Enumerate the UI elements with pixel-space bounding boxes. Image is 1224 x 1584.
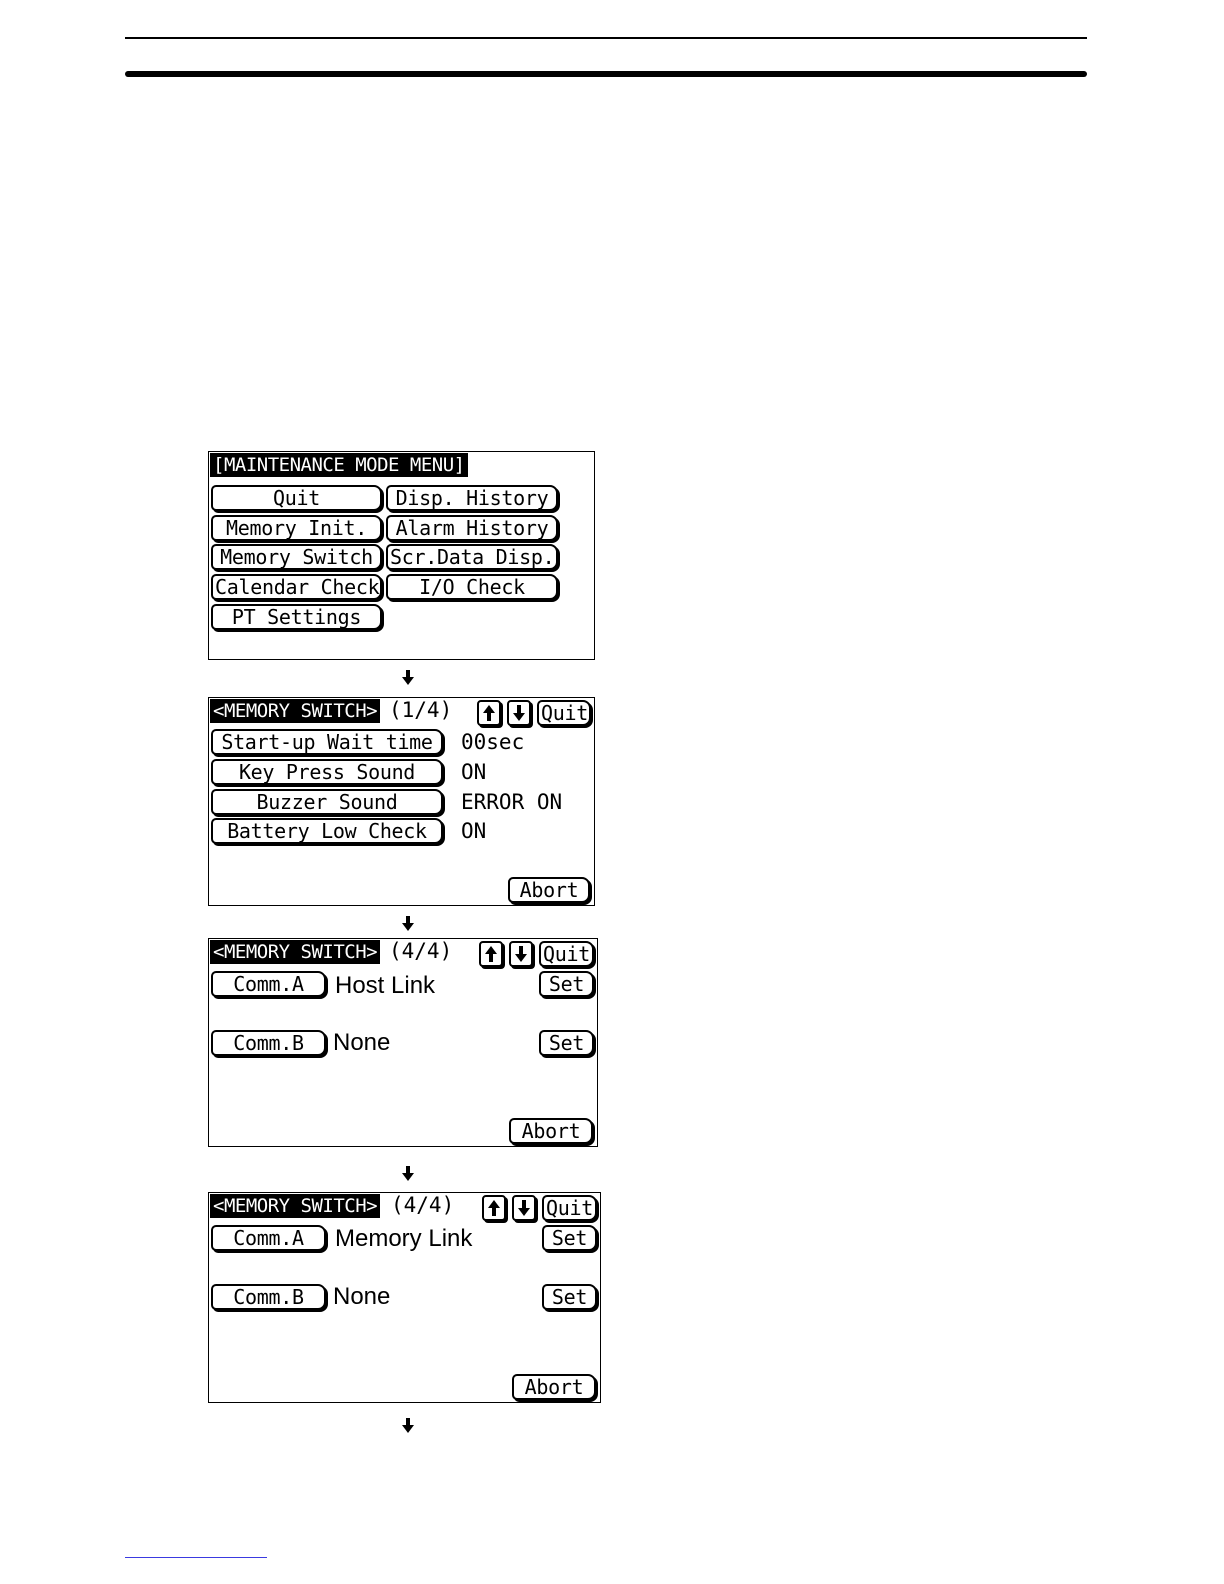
comm-b-set-button[interactable]: Set xyxy=(539,1030,594,1056)
buzzer-sound-value: ERROR ON xyxy=(461,790,563,814)
comm-b-value: None xyxy=(333,1029,391,1056)
down-arrow-icon xyxy=(402,1418,414,1433)
scr-data-disp-button[interactable]: Scr.Data Disp. xyxy=(386,544,558,570)
startup-wait-time-button[interactable]: Start-up Wait time xyxy=(211,729,443,755)
comm-a-value: Host Link xyxy=(335,972,436,999)
screen-title: <MEMORY SWITCH> xyxy=(210,940,381,964)
down-arrow-icon xyxy=(402,670,414,685)
key-press-sound-value: ON xyxy=(461,760,487,784)
quit-button[interactable]: Quit xyxy=(542,1195,597,1221)
battery-low-check-button[interactable]: Battery Low Check xyxy=(211,818,443,844)
comm-b-value: None xyxy=(333,1283,391,1310)
battery-low-check-value: ON xyxy=(461,819,487,843)
screen-title: <MEMORY SWITCH> xyxy=(210,699,381,723)
startup-wait-time-value: 00sec xyxy=(461,730,525,754)
down-arrow-icon xyxy=(515,946,527,962)
header-thick-rule xyxy=(125,71,1087,77)
memory-switch-screen-memory-link: <MEMORY SWITCH> (4/4) Quit Comm.A Memory… xyxy=(208,1192,601,1403)
up-arrow-icon xyxy=(488,1200,500,1216)
comm-b-set-button[interactable]: Set xyxy=(542,1284,597,1310)
down-arrow-icon xyxy=(518,1200,530,1216)
comm-b-button[interactable]: Comm.B xyxy=(211,1284,326,1310)
page-indicator: (4/4) xyxy=(389,939,453,963)
abort-button[interactable]: Abort xyxy=(508,877,590,903)
comm-a-button[interactable]: Comm.A xyxy=(211,1225,326,1251)
comm-a-set-button[interactable]: Set xyxy=(539,971,594,997)
page-up-button[interactable] xyxy=(482,1195,506,1221)
comm-a-set-button[interactable]: Set xyxy=(542,1225,597,1251)
maintenance-menu-screen: [MAINTENANCE MODE MENU] Quit Disp. Histo… xyxy=(208,451,595,660)
page-down-button[interactable] xyxy=(507,700,531,726)
page-down-button[interactable] xyxy=(509,941,533,967)
memory-switch-button[interactable]: Memory Switch xyxy=(211,544,382,570)
calendar-check-button[interactable]: Calendar Check xyxy=(211,574,382,600)
alarm-history-button[interactable]: Alarm History xyxy=(386,515,558,541)
key-press-sound-button[interactable]: Key Press Sound xyxy=(211,759,443,785)
page-up-button[interactable] xyxy=(477,700,501,726)
down-arrow-icon xyxy=(513,705,525,721)
footer-rule xyxy=(125,1557,267,1558)
page-up-button[interactable] xyxy=(479,941,503,967)
comm-a-value: Memory Link xyxy=(335,1225,473,1252)
memory-switch-screen-1: <MEMORY SWITCH> (1/4) Quit Start-up Wait… xyxy=(208,697,595,906)
quit-button[interactable]: Quit xyxy=(537,700,591,726)
up-arrow-icon xyxy=(485,946,497,962)
memory-init-button[interactable]: Memory Init. xyxy=(211,515,382,541)
abort-button[interactable]: Abort xyxy=(512,1374,596,1400)
quit-button[interactable]: Quit xyxy=(539,941,594,967)
header-thin-rule xyxy=(125,37,1087,39)
screen-title: [MAINTENANCE MODE MENU] xyxy=(210,453,468,477)
abort-button[interactable]: Abort xyxy=(509,1118,593,1144)
comm-a-button[interactable]: Comm.A xyxy=(211,971,326,997)
comm-b-button[interactable]: Comm.B xyxy=(211,1030,326,1056)
down-arrow-icon xyxy=(402,1166,414,1181)
io-check-button[interactable]: I/O Check xyxy=(386,574,558,600)
buzzer-sound-button[interactable]: Buzzer Sound xyxy=(211,789,443,815)
pt-settings-button[interactable]: PT Settings xyxy=(211,604,382,630)
page-indicator: (4/4) xyxy=(391,1193,455,1217)
up-arrow-icon xyxy=(483,705,495,721)
down-arrow-icon xyxy=(402,916,414,931)
disp-history-button[interactable]: Disp. History xyxy=(386,485,558,511)
page-down-button[interactable] xyxy=(512,1195,536,1221)
screen-title: <MEMORY SWITCH> xyxy=(210,1194,381,1218)
memory-switch-screen-host-link: <MEMORY SWITCH> (4/4) Quit Comm.A Host L… xyxy=(208,938,598,1147)
page-indicator: (1/4) xyxy=(389,698,453,722)
quit-button[interactable]: Quit xyxy=(211,485,382,511)
